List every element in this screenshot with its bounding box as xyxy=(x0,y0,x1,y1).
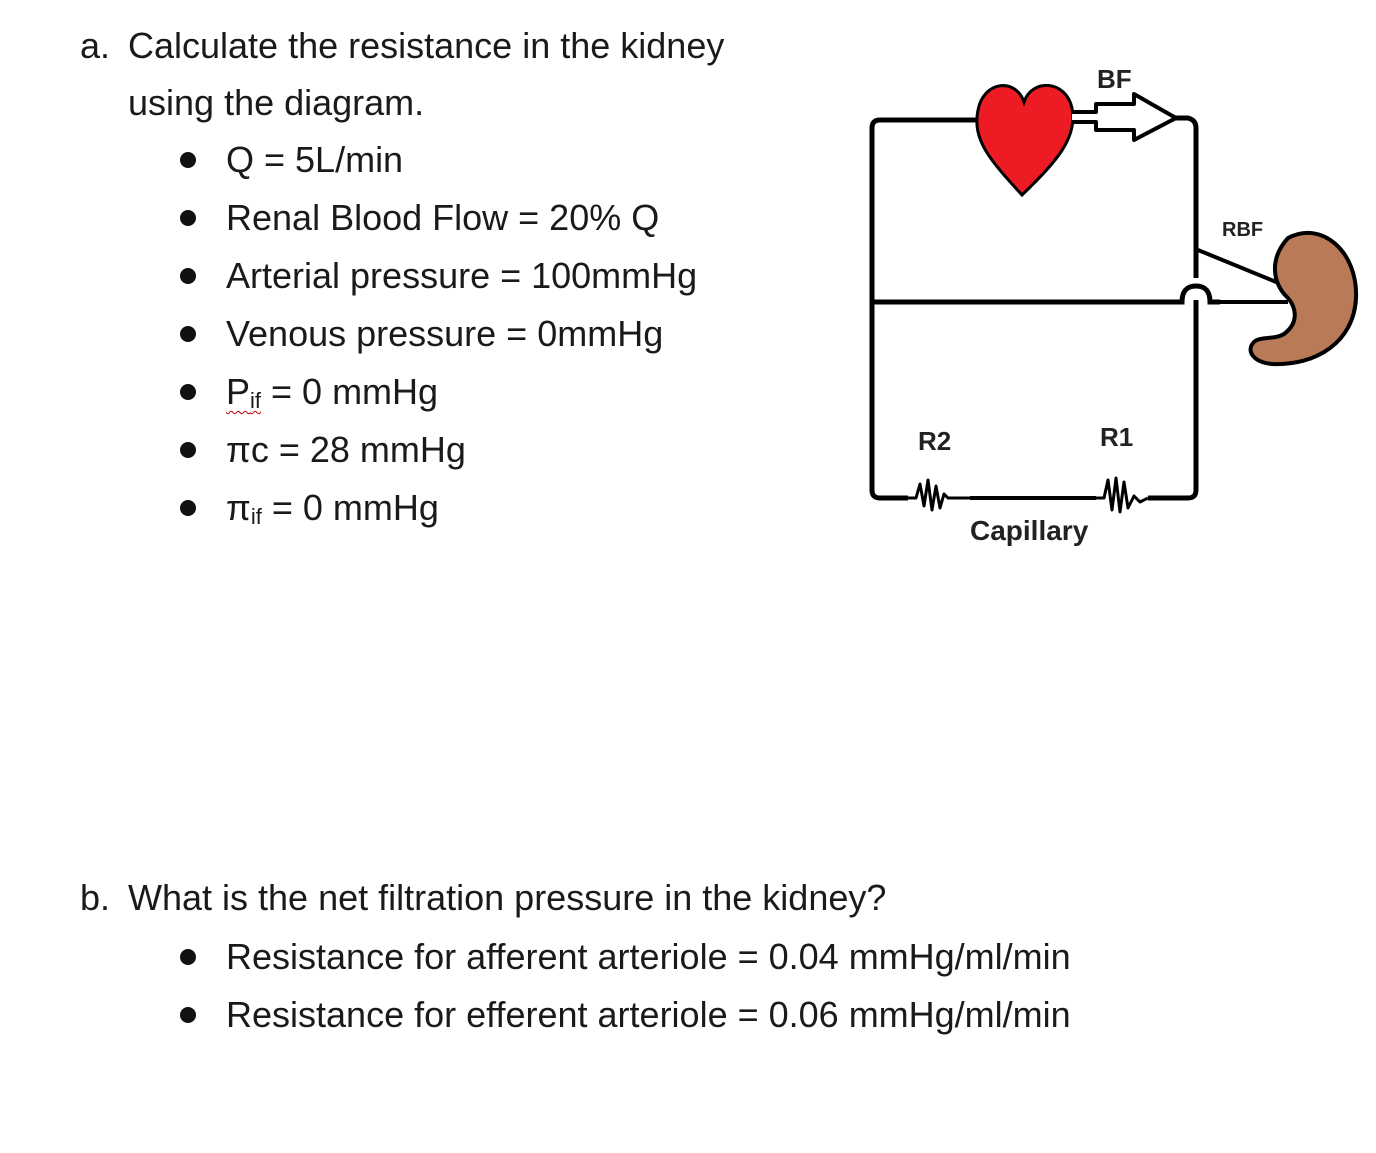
bullet-icon xyxy=(180,152,196,168)
heart-icon xyxy=(975,84,1075,198)
arrow-icon xyxy=(1072,92,1178,142)
list-item: πif = 0 mmHg xyxy=(180,488,697,546)
question-a-bullet-list: Q = 5L/min Renal Blood Flow = 20% Q Arte… xyxy=(180,140,697,546)
circuit-middle-wire xyxy=(872,283,1220,305)
question-b-line1: b. What is the net filtration pressure in… xyxy=(80,878,886,918)
circuit-top-right-wire xyxy=(1170,115,1199,278)
bullet-icon xyxy=(180,500,196,516)
bullet-icon xyxy=(180,949,196,965)
bullet-icon xyxy=(180,268,196,284)
list-item: Venous pressure = 0mmHg xyxy=(180,314,697,372)
bf-label: BF xyxy=(1097,64,1132,94)
pi-c-symbol: πc xyxy=(226,429,269,470)
pi-if-symbol: πif xyxy=(226,487,262,530)
question-a-line2: using the diagram. xyxy=(128,82,425,123)
list-item: Q = 5L/min xyxy=(180,140,697,198)
bullet-icon xyxy=(180,1007,196,1023)
rbf-label: RBF xyxy=(1222,219,1263,241)
question-b-text: What is the net filtration pressure in t… xyxy=(128,877,887,918)
circuit-top-left-wire xyxy=(869,117,980,501)
question-b-label: b. xyxy=(80,877,111,918)
r1-label: R1 xyxy=(1100,422,1133,452)
r2-label: R2 xyxy=(918,426,951,456)
question-b-bullet-list: Resistance for afferent arteriole = 0.04… xyxy=(180,937,1071,1053)
kidney-connector-wire xyxy=(1197,248,1287,288)
list-item: πc = 28 mmHg xyxy=(180,430,697,488)
question-a-label: a. xyxy=(80,25,111,66)
question-a-line1: a. Calculate the resistance in the kidney xyxy=(80,26,724,66)
list-item: Arterial pressure = 100mmHg xyxy=(180,256,697,314)
circuit-right-wire xyxy=(1148,300,1199,501)
resistor-r1-icon xyxy=(1096,476,1149,514)
bullet-icon xyxy=(180,442,196,458)
capillary-label: Capillary xyxy=(970,515,1089,546)
bullet-icon xyxy=(180,384,196,400)
list-item: Resistance for efferent arteriole = 0.06… xyxy=(180,995,1071,1053)
resistor-r2-icon xyxy=(908,478,970,512)
question-a-text: Calculate the resistance in the kidney xyxy=(128,25,725,66)
list-item: Resistance for afferent arteriole = 0.04… xyxy=(180,937,1071,995)
bullet-icon xyxy=(180,326,196,342)
p-if-symbol: Pif xyxy=(226,371,262,414)
bullet-icon xyxy=(180,210,196,226)
list-item: Pif = 0 mmHg xyxy=(180,372,697,430)
circulation-diagram: BF RBF R2 R1 Capillary xyxy=(869,64,1359,546)
kidney-icon xyxy=(1248,231,1359,367)
list-item: Renal Blood Flow = 20% Q xyxy=(180,198,697,256)
